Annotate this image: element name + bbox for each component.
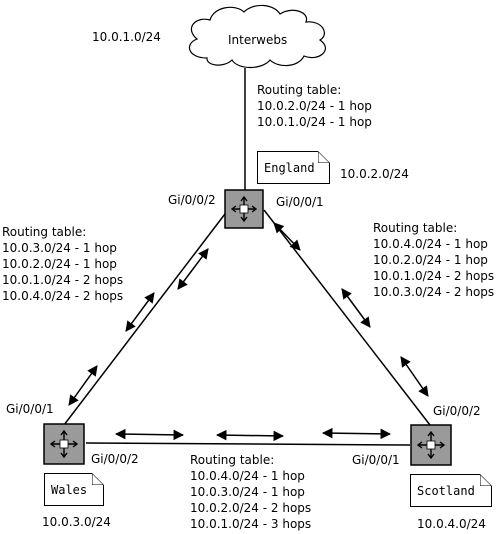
routing-entry: 10.0.3.0/24 - 1 hop	[2, 241, 117, 255]
arrow-ws-2	[215, 429, 285, 442]
cloud-label: Interwebs	[228, 33, 287, 47]
cloud-shape	[188, 4, 326, 69]
arrow-es-2	[341, 288, 371, 328]
routing-table-title: Routing table:	[373, 221, 458, 235]
arrow-es-3	[400, 356, 429, 397]
router-wales-icon	[43, 423, 85, 465]
england-name-note: England	[257, 151, 330, 184]
routing-table-title: Routing table:	[190, 453, 275, 467]
routing-table-title: Routing table:	[2, 225, 87, 239]
arrow-ew-2	[125, 292, 155, 332]
scotland-name: Scotland	[417, 484, 475, 498]
routing-entry: 10.0.4.0/24 - 1 hop	[373, 237, 488, 251]
routing-table-bottom: Routing table: 10.0.4.0/24 - 1 hop 10.0.…	[190, 452, 311, 532]
routing-entry: 10.0.1.0/24 - 3 hops	[190, 517, 312, 531]
arrow-es-1	[273, 222, 301, 251]
routing-entry: 10.0.2.0/24 - 1 hop	[257, 99, 372, 113]
scotland-network-label: 10.0.4.0/24	[417, 517, 486, 531]
arrow-ew-3	[68, 365, 98, 406]
cloud-network-label: 10.0.1.0/24	[92, 30, 161, 44]
wales-name-note: Wales	[44, 473, 104, 506]
arrow-ew-1	[177, 248, 209, 290]
england-name: England	[264, 161, 315, 175]
scotland-port-gi0002: Gi/0/0/2	[433, 404, 481, 418]
routing-entry: 10.0.2.0/24 - 2 hops	[190, 501, 312, 515]
note-fold-icon	[92, 473, 104, 485]
wales-network-label: 10.0.3.0/24	[42, 515, 111, 529]
routing-table-scotland: Routing table: 10.0.4.0/24 - 1 hop 10.0.…	[373, 220, 494, 300]
routing-table-wales: Routing table: 10.0.3.0/24 - 1 hop 10.0.…	[2, 224, 123, 304]
england-port-gi0002: Gi/0/0/2	[168, 193, 216, 207]
scotland-name-note: Scotland	[410, 474, 492, 507]
routing-entry: 10.0.1.0/24 - 1 hop	[257, 115, 372, 129]
wales-name: Wales	[51, 483, 88, 497]
note-fold-icon	[318, 151, 330, 163]
routing-entry: 10.0.4.0/24 - 2 hops	[2, 289, 124, 303]
link-wales-scotland	[85, 442, 411, 446]
routing-entry: 10.0.2.0/24 - 1 hop	[373, 253, 488, 267]
england-port-gi0001: Gi/0/0/1	[276, 195, 324, 209]
england-network-label: 10.0.2.0/24	[340, 167, 409, 181]
scotland-port-gi0001: Gi/0/0/1	[352, 453, 400, 467]
note-fold-icon	[480, 474, 492, 486]
wales-port-gi0002: Gi/0/0/2	[91, 452, 139, 466]
routing-entry: 10.0.3.0/24 - 1 hop	[190, 485, 305, 499]
routing-entry: 10.0.1.0/24 - 2 hops	[2, 273, 124, 287]
routing-table-title: Routing table:	[257, 83, 342, 97]
routing-entry: 10.0.3.0/24 - 2 hops	[373, 285, 495, 299]
arrow-ws-3	[321, 427, 392, 440]
routing-entry: 10.0.1.0/24 - 2 hops	[373, 269, 495, 283]
routing-entry: 10.0.2.0/24 - 1 hop	[2, 257, 117, 271]
arrow-ws-1	[114, 428, 185, 441]
wales-port-gi0001: Gi/0/0/1	[6, 402, 54, 416]
routing-table-england: Routing table: 10.0.2.0/24 - 1 hop 10.0.…	[257, 82, 372, 130]
router-scotland-icon	[410, 424, 452, 466]
routing-entry: 10.0.4.0/24 - 1 hop	[190, 469, 305, 483]
router-england-icon	[224, 189, 264, 229]
